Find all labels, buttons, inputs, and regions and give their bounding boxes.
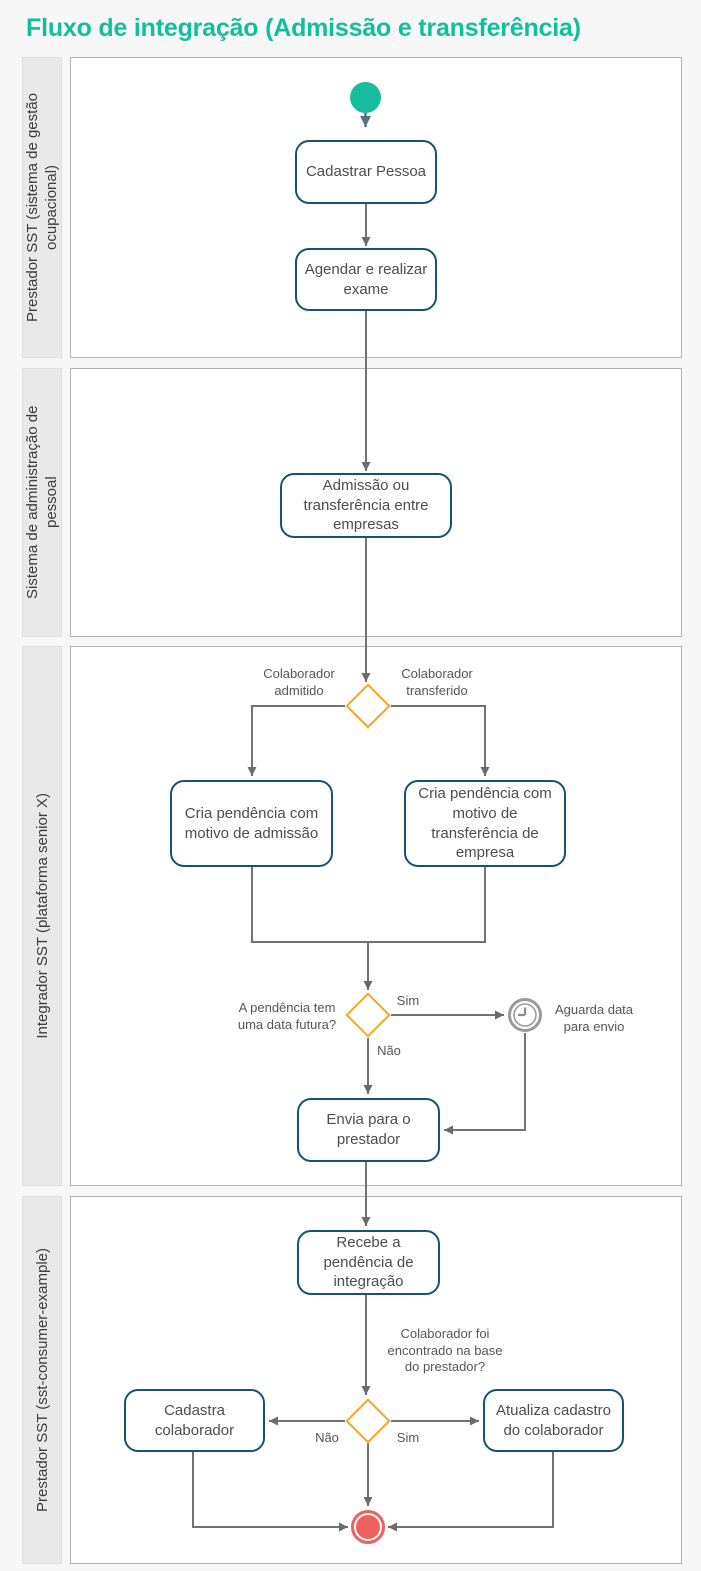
lane-label-sistema-admin-pessoal: Sistema de administração de pessoal xyxy=(22,368,62,637)
task-recebe-pendencia: Recebe a pendência de integração xyxy=(297,1230,440,1295)
lane-label-prestador-sst-gestao: Prestador SST (sistema de gestão ocupaci… xyxy=(22,57,62,358)
task-envia-prestador: Envia para o prestador xyxy=(297,1098,440,1162)
task-cria-pendencia-admissao: Cria pendência com motivo de admissão xyxy=(170,780,333,867)
timer-event-clock-icon xyxy=(508,998,542,1032)
end-event-icon xyxy=(351,1510,385,1544)
edge-label-sim-1: Sim xyxy=(396,993,420,1008)
lane-label-text: Integrador SST (plataforma senior X) xyxy=(33,793,51,1039)
edge-label-nao-1: Não xyxy=(377,1043,401,1058)
task-label: Atualiza cadastro do colaborador xyxy=(495,1401,612,1439)
task-label: Recebe a pendência de integração xyxy=(323,1233,414,1291)
task-label: Cria pendência com motivo de transferênc… xyxy=(418,784,552,862)
edge-label-colaborador-admitido: Colaborador admitido xyxy=(263,666,335,698)
edge-label-pendencia-data-futura: A pendência tem uma data futura? xyxy=(237,1000,337,1032)
task-atualiza-cadastro: Atualiza cadastro do colaborador xyxy=(483,1389,624,1452)
task-cadastrar-pessoa: Cadastrar Pessoa xyxy=(295,140,437,204)
lane-label-prestador-sst-consumer: Prestador SST (sst-consumer-example) xyxy=(22,1196,62,1564)
task-agendar-exame: Agendar e realizar exame xyxy=(295,248,437,311)
task-label: Cria pendência com motivo de admissão xyxy=(184,804,319,842)
lane-label-text: Sistema de administração de pessoal xyxy=(24,405,60,600)
task-cadastra-colaborador: Cadastra colaborador xyxy=(124,1389,265,1452)
lane-label-text: Prestador SST (sistema de gestão ocupaci… xyxy=(24,93,60,322)
task-label: Agendar e realizar exame xyxy=(304,260,428,298)
lane-label-text: Prestador SST (sst-consumer-example) xyxy=(33,1248,51,1512)
task-admissao-transferencia: Admissão ou transferência entre empresas xyxy=(280,473,452,538)
lane-label-integrador-sst: Integrador SST (plataforma senior X) xyxy=(22,646,62,1186)
edge-label-sim-2: Sim xyxy=(396,1430,420,1445)
edge-label-nao-2: Não xyxy=(315,1430,339,1445)
task-label: Envia para o prestador xyxy=(326,1111,411,1148)
task-label: Admissão ou transferência entre empresas xyxy=(303,476,429,534)
start-event-icon xyxy=(350,82,381,113)
task-label: Cadastra colaborador xyxy=(154,1401,235,1439)
page-title: Fluxo de integração (Admissão e transfer… xyxy=(26,14,581,42)
task-label: Cadastrar Pessoa xyxy=(305,163,427,181)
edge-label-aguarda-data: Aguarda data para envio xyxy=(554,1002,634,1034)
edge-label-colaborador-transferido: Colaborador transferido xyxy=(401,666,473,698)
edge-label-colaborador-encontrado: Colaborador foi encontrado na base do pr… xyxy=(387,1326,503,1375)
task-cria-pendencia-transferencia: Cria pendência com motivo de transferênc… xyxy=(404,780,566,867)
